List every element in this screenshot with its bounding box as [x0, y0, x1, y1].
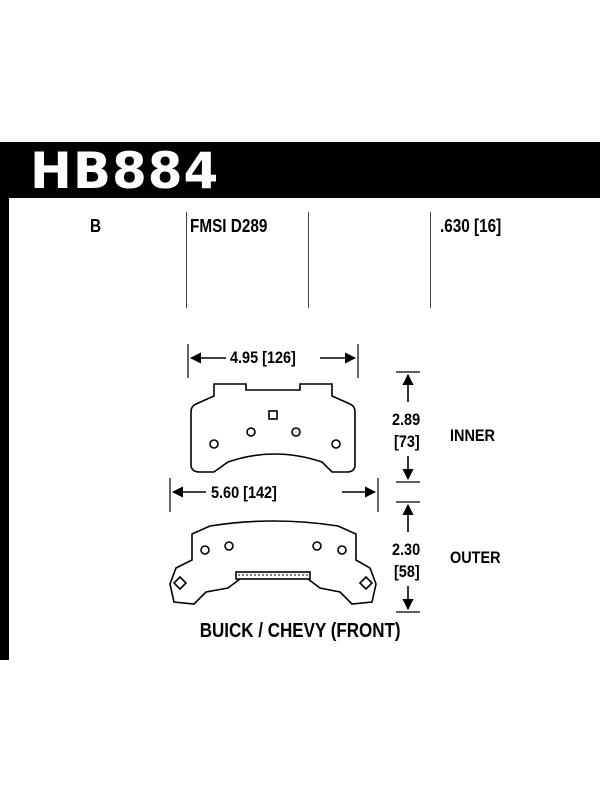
outer-height-dimension [396, 501, 420, 613]
header-band [0, 142, 600, 198]
part-number: HB884 [30, 142, 220, 200]
outer-pad-label: OUTER [450, 548, 501, 567]
inner-width-dimension [187, 344, 359, 378]
column-divider [430, 212, 431, 308]
pad-thickness: .630 [16] [440, 216, 502, 236]
column-divider [186, 212, 187, 308]
inner-pad [190, 383, 356, 473]
inner-width-label: 4.95 [126] [230, 348, 296, 367]
outer-width-label: 5.60 [142] [211, 483, 277, 502]
fmsi-number: FMSI D289 [190, 216, 268, 236]
outer-pad [169, 520, 377, 605]
application-footer: BUICK / CHEVY (FRONT) [0, 620, 600, 643]
compound-code: B [90, 216, 102, 236]
outer-width-dimension [169, 478, 379, 512]
inner-height-dimension [396, 371, 420, 483]
inner-pad-label: INNER [450, 426, 495, 445]
left-rule [0, 198, 9, 660]
column-divider [308, 212, 309, 308]
inner-height-inches: 2.89 [392, 410, 421, 429]
inner-height-mm: [73] [394, 432, 420, 451]
outer-height-mm: [58] [394, 562, 420, 581]
outer-height-inches: 2.30 [392, 540, 421, 559]
vehicle-application: BUICK / CHEVY (FRONT) [199, 620, 401, 642]
